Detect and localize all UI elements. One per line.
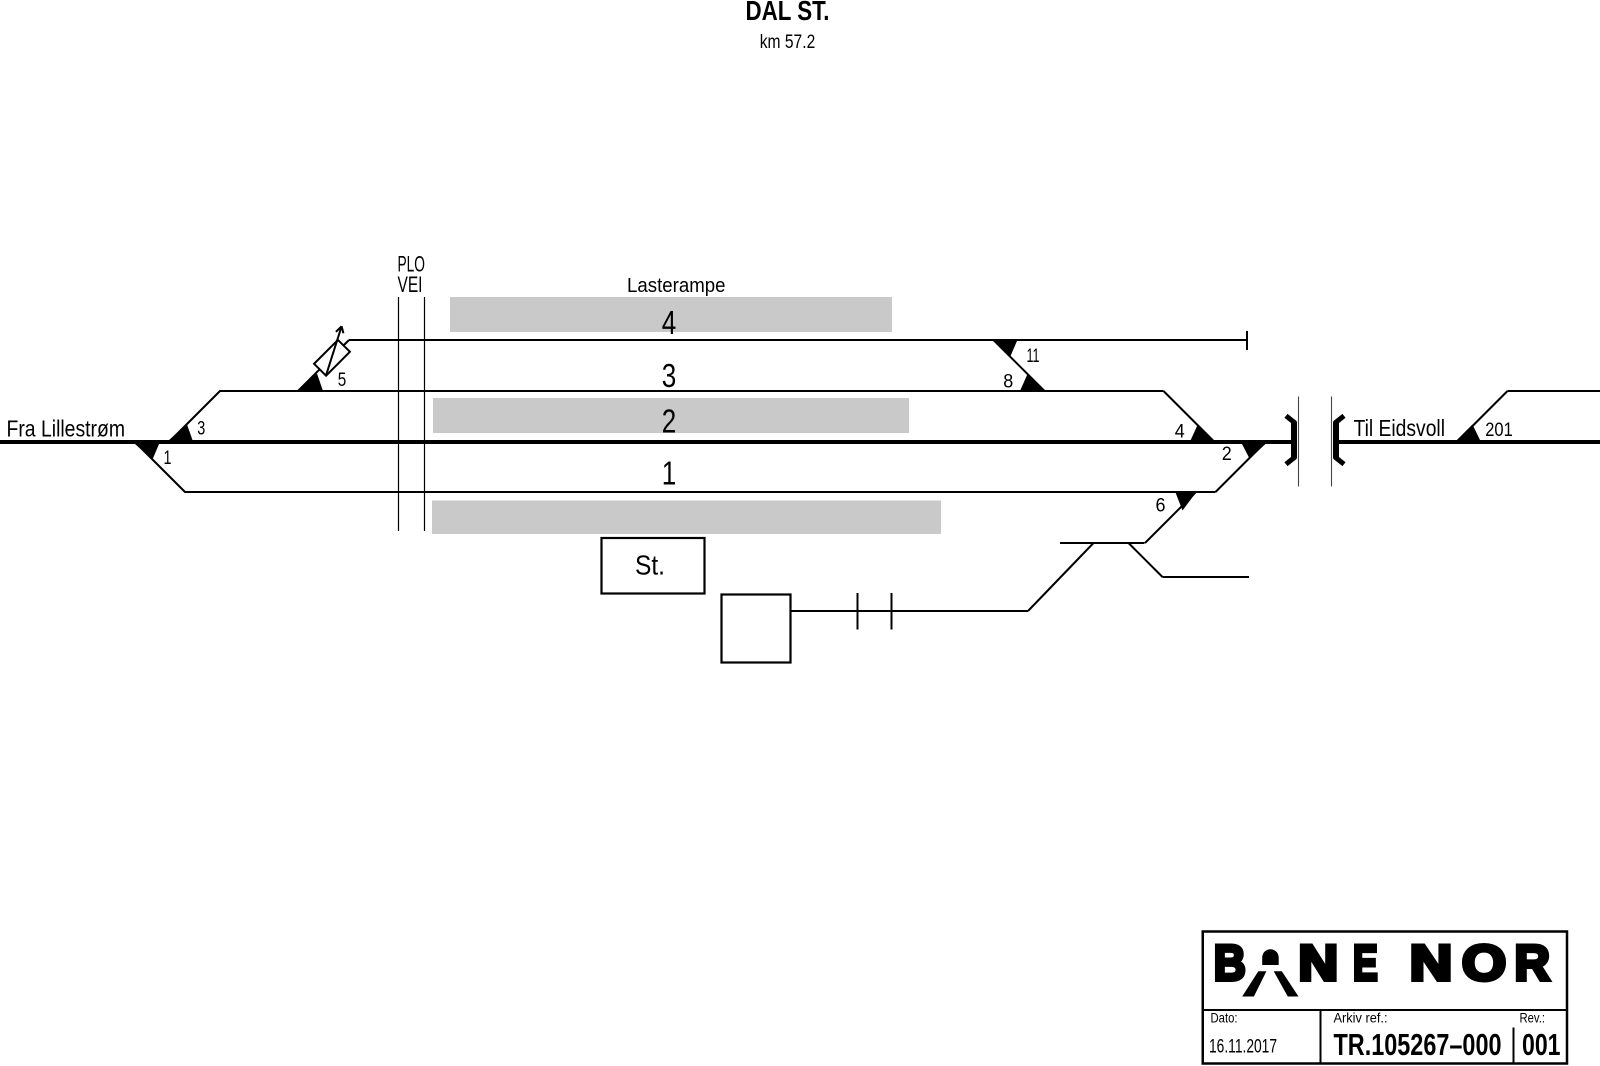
svg-text:001: 001 — [1522, 1027, 1561, 1062]
svg-text:3: 3 — [662, 357, 677, 394]
svg-text:Lasterampe: Lasterampe — [627, 274, 726, 297]
svg-text:4: 4 — [662, 304, 677, 341]
svg-text:Rev.:: Rev.: — [1520, 1010, 1546, 1026]
svg-text:6: 6 — [1156, 495, 1166, 517]
svg-text:km 57.2: km 57.2 — [760, 31, 816, 53]
svg-text:B: B — [1214, 935, 1246, 991]
svg-text:Fra Lillestrøm: Fra Lillestrøm — [7, 416, 126, 442]
svg-text:TR.105267–000: TR.105267–000 — [1334, 1027, 1502, 1062]
svg-text:St.: St. — [635, 550, 665, 581]
svg-text:8: 8 — [1003, 371, 1013, 393]
svg-text:3: 3 — [197, 418, 205, 440]
svg-text:Arkiv ref.:: Arkiv ref.: — [1334, 1010, 1388, 1026]
svg-text:1: 1 — [164, 447, 172, 469]
svg-text:5: 5 — [338, 369, 347, 391]
svg-text:R: R — [1515, 935, 1550, 991]
svg-text:N: N — [1410, 935, 1453, 991]
svg-text:Dato:: Dato: — [1211, 1010, 1238, 1026]
svg-text:O: O — [1462, 935, 1506, 991]
svg-text:11: 11 — [1027, 345, 1040, 367]
svg-text:N: N — [1298, 935, 1338, 991]
svg-text:E: E — [1353, 935, 1378, 991]
svg-text:4: 4 — [1175, 421, 1185, 443]
svg-text:DAL ST.: DAL ST. — [746, 0, 830, 26]
svg-text:PLO: PLO — [398, 252, 426, 277]
svg-text:2: 2 — [1222, 443, 1232, 465]
svg-text:1: 1 — [662, 455, 677, 492]
svg-text:Til Eidsvoll: Til Eidsvoll — [1354, 415, 1446, 441]
svg-text:2: 2 — [662, 403, 677, 440]
svg-text:16.11.2017: 16.11.2017 — [1209, 1037, 1277, 1058]
svg-text:201: 201 — [1485, 419, 1513, 441]
svg-text:VEI: VEI — [398, 272, 423, 297]
